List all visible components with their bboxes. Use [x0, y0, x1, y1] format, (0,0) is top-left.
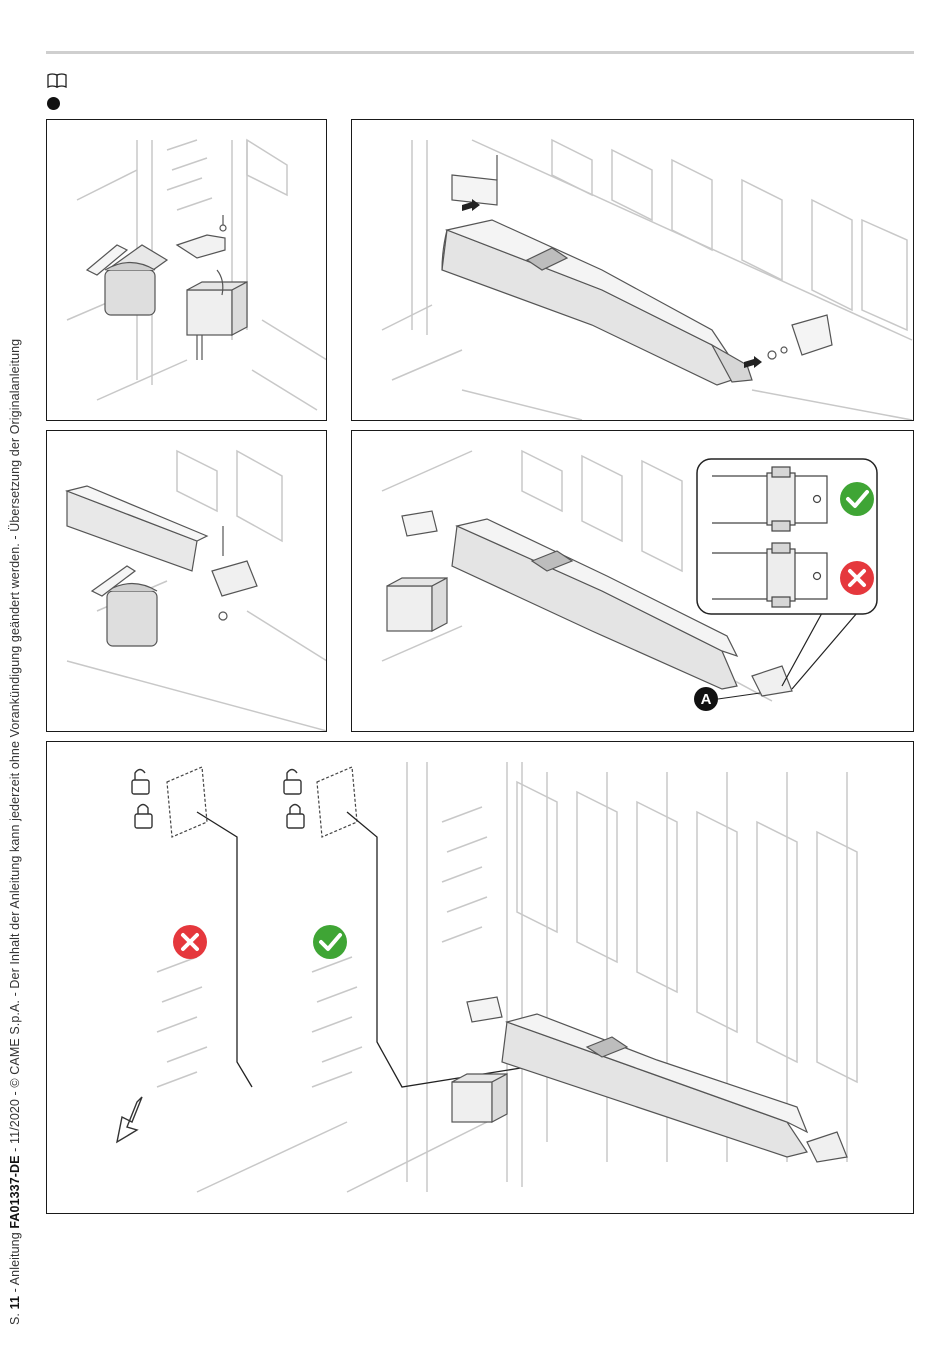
lock-open-icon [284, 770, 301, 795]
figure-rear-pin-fixing [46, 430, 327, 732]
lock-open-icon [132, 770, 149, 795]
lock-closed-icon [135, 805, 152, 829]
figure-bracket-post-mount [46, 119, 327, 421]
figure-cable-routing [46, 741, 914, 1214]
arrow-down-icon [117, 1097, 142, 1142]
cross-icon [840, 561, 874, 595]
check-icon [840, 482, 874, 516]
lock-closed-icon [287, 805, 304, 829]
bullet-icon [47, 97, 60, 110]
footer-legal-text: S. 11 - Anleitung FA01337-DE - 11/2020 -… [8, 339, 22, 1325]
check-icon [313, 925, 347, 959]
cross-icon [173, 925, 207, 959]
book-icon [46, 72, 68, 88]
detail-label: A [701, 691, 712, 708]
detail-marker: A [694, 687, 718, 711]
figure-front-pin-check: A [351, 430, 914, 732]
figure-operator-attach [351, 119, 914, 421]
top-rule [46, 51, 914, 54]
